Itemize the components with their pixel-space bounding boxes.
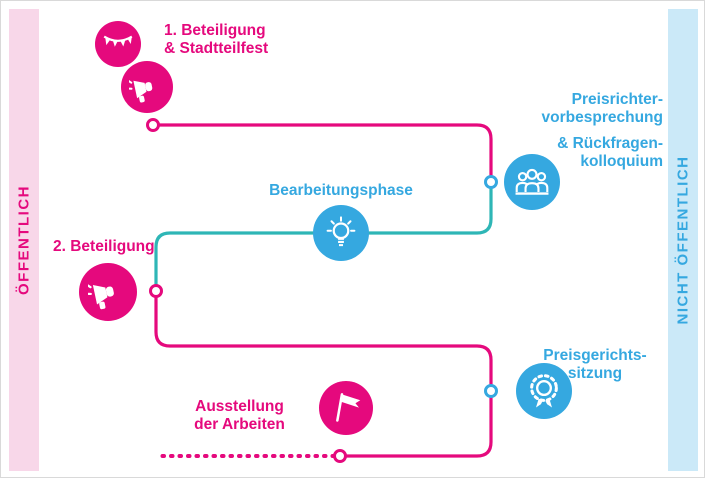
step2-label-text: 2. Beteiligung — [53, 238, 155, 255]
non-public-phase-bar: NICHT ÖFFENTLICH — [668, 9, 698, 471]
bearbeitungsphase-node — [313, 205, 369, 261]
beteiligung1-node — [121, 61, 173, 113]
milestone-dot-step1 — [146, 118, 160, 132]
step1-label-line1: 1. Beteiligung — [164, 22, 266, 39]
ausstellung-label-line1: Ausstellung — [195, 398, 284, 415]
flag-icon — [336, 393, 361, 422]
preisrichter-node — [504, 154, 560, 210]
step2-label: 2. Beteiligung — [53, 238, 155, 256]
ausstellung-label: Ausstellung der Arbeiten — [173, 398, 306, 435]
public-phase-bar: ÖFFENTLICH — [9, 9, 39, 471]
milestone-dot-step2 — [149, 284, 163, 298]
megaphone-icon — [129, 79, 153, 103]
milestone-dot-preisgericht — [484, 384, 498, 398]
preisgericht-node — [516, 363, 572, 419]
preisrichter-label-line4: kolloquium — [580, 152, 663, 170]
preisrichter-label-line2: vorbesprechung — [541, 109, 663, 127]
award-icon — [530, 374, 558, 408]
ausstellung-label-line2: der Arbeiten — [194, 416, 285, 434]
bearbeitungsphase-label: Bearbeitungsphase — [241, 182, 441, 200]
milestone-dot-preisrichter — [484, 175, 498, 189]
preisrichter-label-line1: Preisrichter- — [571, 91, 663, 108]
preisrichter-label: Preisrichter- vorbesprechung & Rückfrage… — [431, 91, 663, 171]
connector-step2-to-preisgericht — [154, 297, 493, 385]
connector-preisgericht-to-ausstellung — [346, 397, 493, 458]
stadtteilfest-node — [95, 21, 141, 67]
preisrichter-label-line3: & Rückfragen- — [557, 134, 663, 152]
milestone-dot-ausstellung — [333, 449, 347, 463]
preisgericht-label: Preisgerichts- sitzung — [519, 347, 671, 384]
preisgericht-label-line1: Preisgerichts- — [543, 347, 647, 364]
ausstellung-node — [319, 381, 373, 435]
connector-step1-to-preisrichter — [159, 123, 493, 176]
people-icon — [515, 168, 549, 195]
preisgericht-label-line2: sitzung — [567, 365, 623, 383]
step1-label: 1. Beteiligung & Stadtteilfest — [164, 22, 268, 59]
bunting-icon — [103, 35, 133, 47]
bearbeitungsphase-label-text: Bearbeitungsphase — [269, 182, 413, 199]
lightbulb-icon — [326, 216, 356, 247]
step1-label-line2: & Stadtteilfest — [164, 40, 269, 58]
megaphone-icon — [88, 283, 114, 310]
beteiligung2-node — [79, 263, 137, 321]
